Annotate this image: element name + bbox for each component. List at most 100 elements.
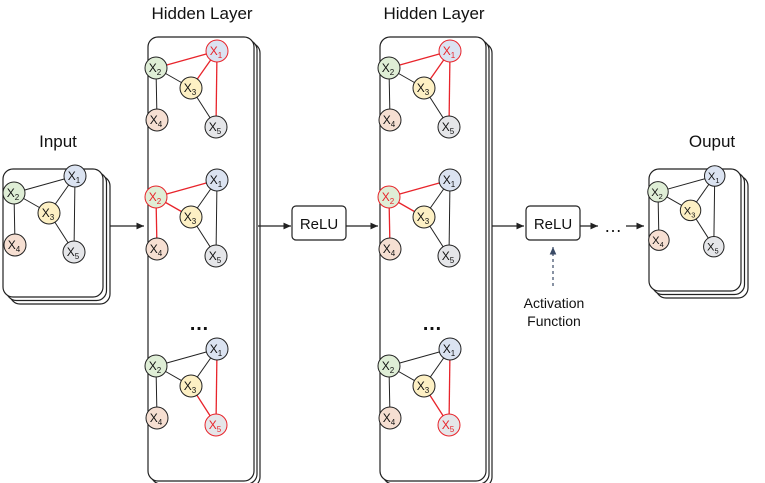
ellipsis-hidden1: …: [189, 313, 209, 335]
node-circle: [205, 39, 229, 63]
graph-edge: [215, 50, 218, 128]
node-circle: [144, 185, 168, 209]
relu-label-1: ReLU: [300, 216, 338, 233]
input-heading: Input: [39, 132, 77, 151]
graph-node-x4: X4: [648, 229, 670, 251]
graph-node-x5: X5: [437, 413, 461, 437]
node-circle: [179, 76, 203, 100]
graph-node-x1: X1: [704, 165, 726, 187]
stack-sheet: [379, 36, 487, 482]
graph-edge: [215, 179, 218, 257]
node-circle: [412, 76, 436, 100]
graph-node-x2: X2: [144, 185, 168, 209]
node-circle: [437, 413, 461, 437]
graph-node-x3: X3: [179, 76, 203, 100]
node-circle: [377, 185, 401, 209]
graph-node-x4: X4: [145, 237, 169, 261]
graph-node-x2: X2: [377, 185, 401, 209]
graph-node-x1: X1: [205, 168, 229, 192]
node-circle: [378, 406, 402, 430]
graph-edge: [73, 175, 76, 253]
node-circle: [179, 205, 203, 229]
node-circle: [179, 374, 203, 398]
graph-node-x5: X5: [204, 413, 228, 437]
node-circle: [647, 181, 669, 203]
node-circle: [205, 168, 229, 192]
node-circle: [378, 108, 402, 132]
activation-label-line2: Function: [527, 313, 581, 329]
hidden-layer-1-heading: Hidden Layer: [151, 4, 252, 23]
graph-node-x1: X1: [438, 337, 462, 361]
node-circle: [378, 237, 402, 261]
node-circle: [145, 406, 169, 430]
node-circle: [377, 354, 401, 378]
graph-node-x3: X3: [37, 201, 61, 225]
graph-edge: [448, 179, 451, 257]
node-circle: [144, 354, 168, 378]
graph-node-x3: X3: [679, 199, 702, 222]
node-circle: [412, 205, 436, 229]
output-heading: Ouput: [689, 132, 736, 151]
stack-sheet: [147, 36, 255, 482]
ellipsis-hidden2: …: [422, 313, 442, 335]
graph-node-x1: X1: [63, 164, 87, 188]
graph-edge: [713, 175, 716, 247]
graph-node-x4: X4: [378, 108, 402, 132]
node-circle: [438, 168, 462, 192]
node-circle: [204, 413, 228, 437]
graph-node-x1: X1: [438, 39, 462, 63]
node-circle: [704, 165, 726, 187]
graph-node-x2: X2: [2, 181, 26, 205]
graph-node-x3: X3: [412, 76, 436, 100]
node-circle: [37, 201, 61, 225]
graph-edge: [448, 348, 451, 426]
graph-node-x4: X4: [145, 108, 169, 132]
relu-box-1: ReLU: [291, 205, 347, 241]
graph-node-x3: X3: [179, 205, 203, 229]
node-circle: [204, 244, 228, 268]
node-circle: [145, 108, 169, 132]
node-label: X1: [708, 171, 720, 185]
node-circle: [205, 337, 229, 361]
hidden-layer-2-heading: Hidden Layer: [383, 4, 484, 23]
ellipsis-between: …: [604, 216, 622, 236]
node-circle: [438, 39, 462, 63]
graph-node-x4: X4: [378, 406, 402, 430]
graph-edge: [215, 348, 218, 426]
graph-node-x2: X2: [144, 56, 168, 80]
graph-node-x3: X3: [412, 205, 436, 229]
node-circle: [679, 199, 702, 222]
graph-node-x5: X5: [204, 115, 228, 139]
node-circle: [63, 164, 87, 188]
graph-node-x4: X4: [3, 233, 27, 257]
graph-node-x3: X3: [179, 374, 203, 398]
node-circle: [438, 337, 462, 361]
node-label: X3: [684, 205, 696, 219]
node-circle: [3, 233, 27, 257]
graph-node-x2: X2: [377, 354, 401, 378]
node-circle: [204, 115, 228, 139]
node-label: X5: [707, 242, 719, 256]
graph-node-x2: X2: [144, 354, 168, 378]
node-circle: [62, 240, 86, 264]
graph-node-x5: X5: [204, 244, 228, 268]
graph-node-x4: X4: [145, 406, 169, 430]
graph-node-x2: X2: [377, 56, 401, 80]
graph-node-x4: X4: [378, 237, 402, 261]
node-circle: [412, 374, 436, 398]
activation-label-line1: Activation: [524, 295, 585, 311]
relu-box-2: ReLU: [525, 205, 581, 241]
graph-edge: [448, 50, 451, 128]
node-circle: [437, 115, 461, 139]
graph-node-x5: X5: [703, 235, 725, 258]
node-circle: [145, 237, 169, 261]
